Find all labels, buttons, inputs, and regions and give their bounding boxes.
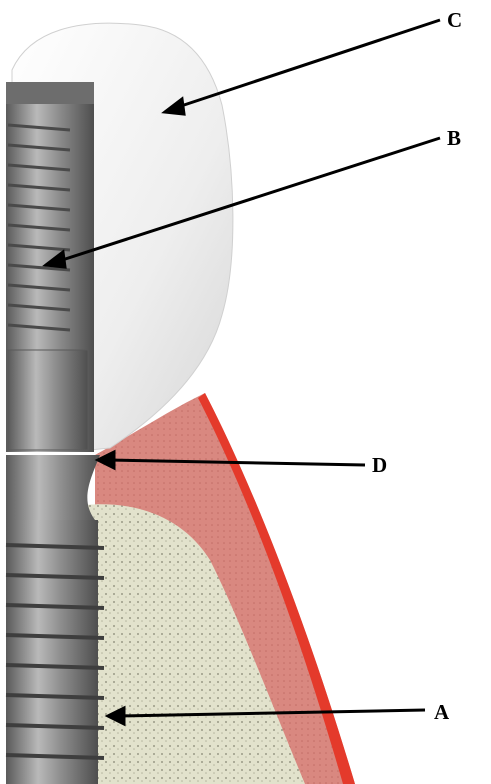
label-d: D: [372, 453, 387, 477]
abutment-neck: [8, 350, 88, 450]
label-c: C: [447, 8, 462, 32]
label-a: A: [434, 700, 450, 724]
label-b: B: [447, 126, 461, 150]
implant-collar: [6, 455, 100, 520]
arrow-c: [175, 20, 440, 108]
abutment-cap: [6, 82, 94, 104]
implant-body: [6, 520, 98, 784]
